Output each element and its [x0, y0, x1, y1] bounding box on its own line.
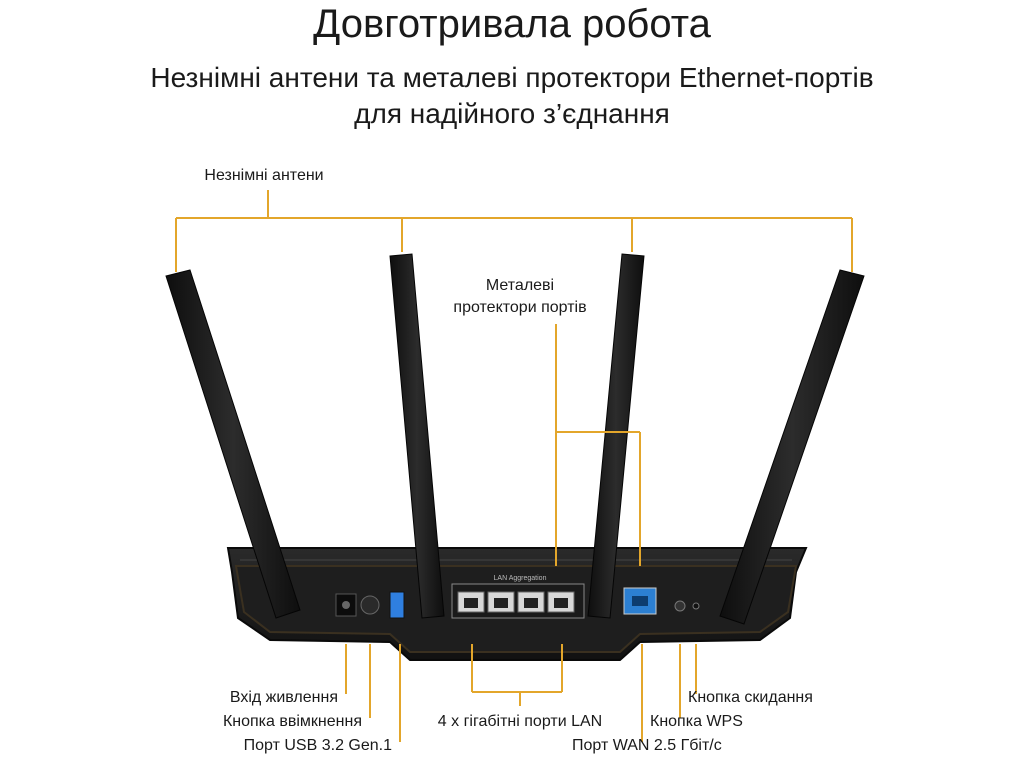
usb-port-shape [389, 591, 405, 619]
lan-aggregation-label: LAN Aggregation [494, 575, 547, 582]
label-port-protectors-2: протектори портів [453, 299, 587, 316]
label-wps-button: Кнопка WPS [650, 713, 743, 730]
wps-button-shape [674, 600, 686, 612]
page-subtitle: Незнімні антени та металеві протектори E… [0, 60, 1024, 132]
bottom-callout-lines [345, 644, 697, 742]
label-power-input: Вхід живлення [229, 689, 338, 706]
label-reset-button: Кнопка скидання [688, 689, 813, 706]
port-protector-callout-lines [555, 324, 641, 566]
label-power-button: Кнопка ввімкнення [222, 713, 362, 730]
label-usb-port: Порт USB 3.2 Gen.1 [243, 737, 392, 754]
subtitle-line-2: для надійного з’єднання [354, 98, 670, 129]
label-wan-port: Порт WAN 2.5 Гбіт/с [572, 737, 722, 754]
label-lan-ports: 4 x гігабітні порти LAN [437, 713, 603, 730]
label-antennas: Незнімні антени [204, 167, 324, 184]
reset-button-shape [692, 602, 700, 610]
antenna-2 [389, 253, 445, 619]
antenna-callout-lines [175, 190, 853, 272]
page-title: Довготривала робота [313, 2, 711, 46]
power-button-shape [360, 595, 380, 615]
antennas [165, 253, 865, 625]
antenna-4 [719, 269, 865, 625]
subtitle-line-1: Незнімні антени та металеві протектори E… [150, 62, 874, 93]
antenna-3 [587, 253, 645, 619]
router-ports: LAN Aggregation [335, 575, 700, 619]
label-port-protectors-1: Металеві [485, 277, 555, 294]
antenna-1 [165, 269, 301, 619]
